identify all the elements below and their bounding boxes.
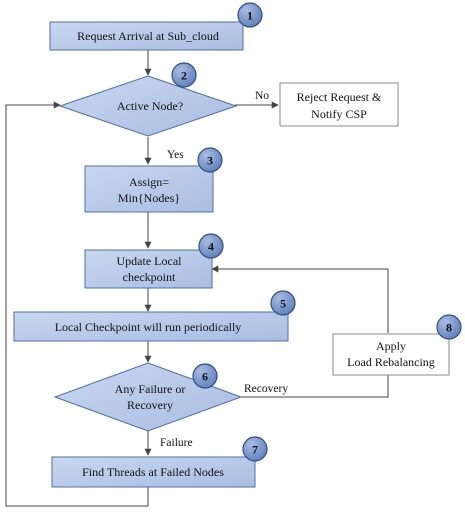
badge-number: 2 <box>181 69 187 83</box>
badge-number: 4 <box>208 240 214 254</box>
node-label: Active Node? <box>117 99 183 113</box>
badge-circle <box>197 147 223 173</box>
node-reject-request: Reject Request & Notify CSP <box>279 82 399 127</box>
process-box <box>84 165 214 213</box>
node-label: Request Arrival at Sub_cloud <box>77 29 219 43</box>
node-find-threads: Find Threads at Failed Nodes <box>51 456 256 488</box>
badge-circle <box>171 62 197 88</box>
node-active-node: Active Node? <box>58 75 238 137</box>
node-local-checkpoint: Local Checkpoint will run periodically <box>13 311 289 342</box>
edge-label-recovery: Recovery <box>244 383 288 395</box>
process-box <box>279 82 399 127</box>
decision-diamond <box>58 75 238 137</box>
node-label-line-1: Apply <box>376 339 406 353</box>
badge-circle <box>270 290 296 316</box>
edge-findthreads-loop-to-active <box>5 101 149 507</box>
node-request-arrival: Request Arrival at Sub_cloud <box>49 21 244 51</box>
process-box <box>49 21 244 51</box>
step-badge-1: 1 <box>237 2 263 28</box>
step-badge-2: 2 <box>171 62 197 88</box>
process-box <box>13 311 289 342</box>
node-label: Find Threads at Failed Nodes <box>82 465 224 479</box>
badge-number: 5 <box>280 297 286 311</box>
badge-circle <box>237 2 263 28</box>
badge-number: 7 <box>252 443 258 457</box>
node-apply-rebalancing: Apply Load Rebalancing <box>332 333 450 376</box>
node-update-local: Update Local checkpoint <box>84 249 213 289</box>
node-label-line-1: Assign= <box>129 175 169 189</box>
edge-label-failure: Failure <box>160 437 193 449</box>
node-label-line-1: Reject Request & <box>297 90 382 104</box>
step-badge-8: 8 <box>436 314 462 340</box>
node-assign: Assign= Min{Nodes} <box>84 165 214 213</box>
node-label-line-2: Recovery <box>127 398 173 412</box>
badge-circle <box>198 233 224 259</box>
node-label: Local Checkpoint will run periodically <box>55 320 242 334</box>
node-label-line-2: checkpoint <box>123 270 176 284</box>
process-box <box>332 333 450 376</box>
edge-recovery-to-rebalancing <box>241 375 389 398</box>
badge-number: 3 <box>207 154 213 168</box>
badge-number: 6 <box>202 370 208 384</box>
connectors <box>5 50 389 507</box>
process-box <box>84 249 213 289</box>
node-label-line-2: Load Rebalancing <box>347 355 435 369</box>
step-badge-6: 6 <box>192 363 218 389</box>
step-badge-7: 7 <box>242 436 268 462</box>
badge-number: 1 <box>247 9 253 23</box>
step-badge-3: 3 <box>197 147 223 173</box>
edge-rebalancing-to-update <box>211 265 389 333</box>
node-label-line-2: Notify CSP <box>311 107 367 121</box>
badge-circle <box>242 436 268 462</box>
edge-label-yes: Yes <box>167 149 184 161</box>
step-badge-5: 5 <box>270 290 296 316</box>
process-box <box>51 456 256 488</box>
badge-number: 8 <box>446 321 452 335</box>
node-label-line-2: Min{Nodes} <box>118 191 180 205</box>
badge-circle <box>192 363 218 389</box>
node-label-line-1: Any Failure or <box>115 382 186 396</box>
badge-circle <box>436 314 462 340</box>
node-label-line-1: Update Local <box>117 254 183 268</box>
edge-label-no: No <box>255 90 269 102</box>
step-badge-4: 4 <box>198 233 224 259</box>
